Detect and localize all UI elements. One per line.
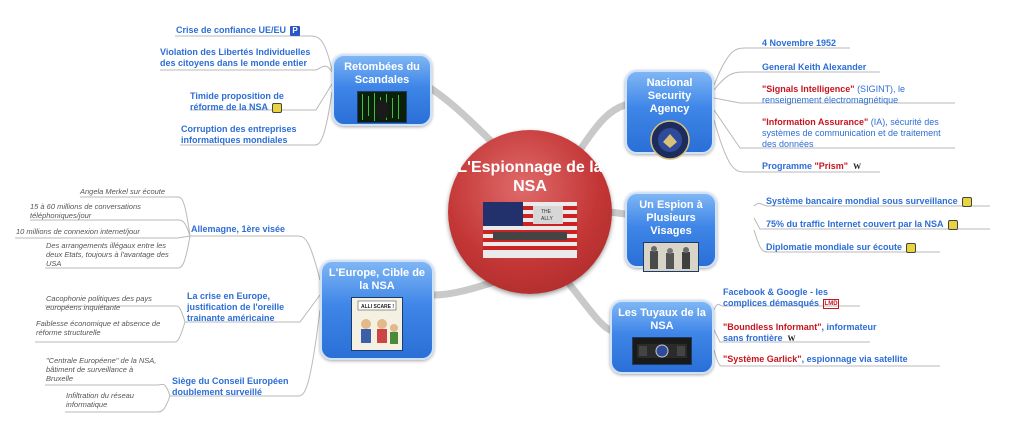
nsa-leaf-5[interactable]: Programme "Prism"W (762, 161, 862, 171)
crise-sub-2[interactable]: Faiblesse économique et absence de réfor… (36, 319, 161, 337)
attachment-icon[interactable] (272, 102, 283, 113)
nsa-seal-image (649, 120, 690, 160)
retombees-leaf-3[interactable]: Timide proposition de réforme de la NSA (190, 91, 284, 113)
nsa-leaf-2[interactable]: General Keith Alexander (762, 62, 867, 72)
node-europe-label: L'Europe, Cible de la NSA (328, 267, 426, 292)
allemagne-sub-3[interactable]: 10 millions de connexion internet/jour (16, 227, 140, 236)
europe-group-allemagne[interactable]: Allemagne, 1ère visée (191, 224, 286, 234)
node-nsa[interactable]: Nacional Security Agency (625, 70, 714, 160)
node-tuyaux-label: Les Tuyaux de la NSA (618, 307, 706, 332)
le-monde-icon[interactable]: LMD (823, 298, 840, 309)
flag-text-2: ALLY (541, 216, 554, 222)
europe-group-crise[interactable]: La crise en Europe, justification de l'o… (187, 291, 285, 323)
attachment-icon[interactable] (961, 196, 972, 207)
link-center-tuyaux (566, 281, 614, 334)
node-espion[interactable]: Un Espion à Plusieurs Visages (625, 192, 717, 272)
node-nsa-label: Nacional Security Agency (646, 77, 693, 115)
allemagne-sub-2[interactable]: 15 à 60 millions de conversations téléph… (30, 202, 141, 220)
attachment-icon[interactable] (947, 219, 958, 230)
spy-photo-image (643, 242, 699, 272)
central-title: L'Espionnage de la NSA (457, 159, 603, 195)
tuyaux-leaf-1[interactable]: Facebook & Google - les complices démasq… (723, 287, 840, 309)
retombees-leaf-4[interactable]: Corruption des entreprises informatiques… (181, 124, 297, 145)
link-center-nsa (576, 101, 629, 154)
wikipedia-icon[interactable]: W (787, 333, 796, 343)
central-topic[interactable]: L'Espionnage de la NSA THE ALLY (448, 130, 612, 294)
node-espion-label: Un Espion à Plusieurs Visages (639, 199, 703, 237)
siege-sub-1[interactable]: "Centrale Européene" de la NSA, bâtiment… (46, 356, 157, 383)
espion-leaf-3[interactable]: Diplomatie mondiale sur écoute (766, 242, 966, 253)
tuyaux-leaf-3[interactable]: "Système Garlick", espionnage via satell… (723, 354, 908, 364)
node-europe[interactable]: L'Europe, Cible de la NSA ALLI SCARE ! (320, 260, 434, 360)
espion-leaf-2[interactable]: 75% du traffic Internet couvert par la N… (766, 219, 994, 230)
espion-leaf-1[interactable]: Système bancaire mondial sous surveillan… (766, 196, 994, 207)
tuyaux-leaf-2[interactable]: "Boundless Informant", informateur sans … (723, 322, 877, 343)
node-retombees-label: Retombées du Scandales (344, 61, 420, 86)
wikipedia-icon[interactable]: W (853, 161, 862, 171)
node-retombees[interactable]: Retombées du Scandales (332, 54, 432, 126)
allemagne-sub-1[interactable]: Angela Merkel sur écoute (80, 187, 166, 196)
cartoon-text: ALLI SCARE ! (361, 304, 394, 310)
nsa-leaf-4[interactable]: "Information Assurance" (IA), sécurité d… (762, 117, 941, 149)
flag-text-1: THE (541, 209, 552, 215)
attachment-icon[interactable] (906, 242, 917, 253)
nsa-center-image (632, 337, 692, 365)
allemagne-sub-4[interactable]: Des arrangements illégaux entre les deux… (46, 241, 169, 268)
matrix-image (357, 91, 407, 123)
crise-sub-1[interactable]: Cacophonie politiques des pays européens… (46, 294, 152, 312)
us-flag-image: THE ALLY (483, 202, 577, 258)
retombees-leaf-2[interactable]: Violation des Libertés Individuelles des… (160, 47, 311, 68)
europe-group-siege[interactable]: Siège du Conseil Européen doublement sur… (172, 376, 289, 397)
p-icon[interactable]: P (290, 25, 301, 36)
nsa-leaf-3[interactable]: "Signals Intelligence" (SIGINT), le rens… (762, 84, 906, 105)
link-center-espion (606, 208, 629, 218)
siege-sub-2[interactable]: Infiltration du réseau informatique (66, 391, 134, 409)
cartoon-image: ALLI SCARE ! (351, 297, 403, 351)
nsa-leaf-1[interactable]: 4 Novembre 1952 (762, 38, 837, 48)
node-tuyaux[interactable]: Les Tuyaux de la NSA (610, 300, 714, 374)
